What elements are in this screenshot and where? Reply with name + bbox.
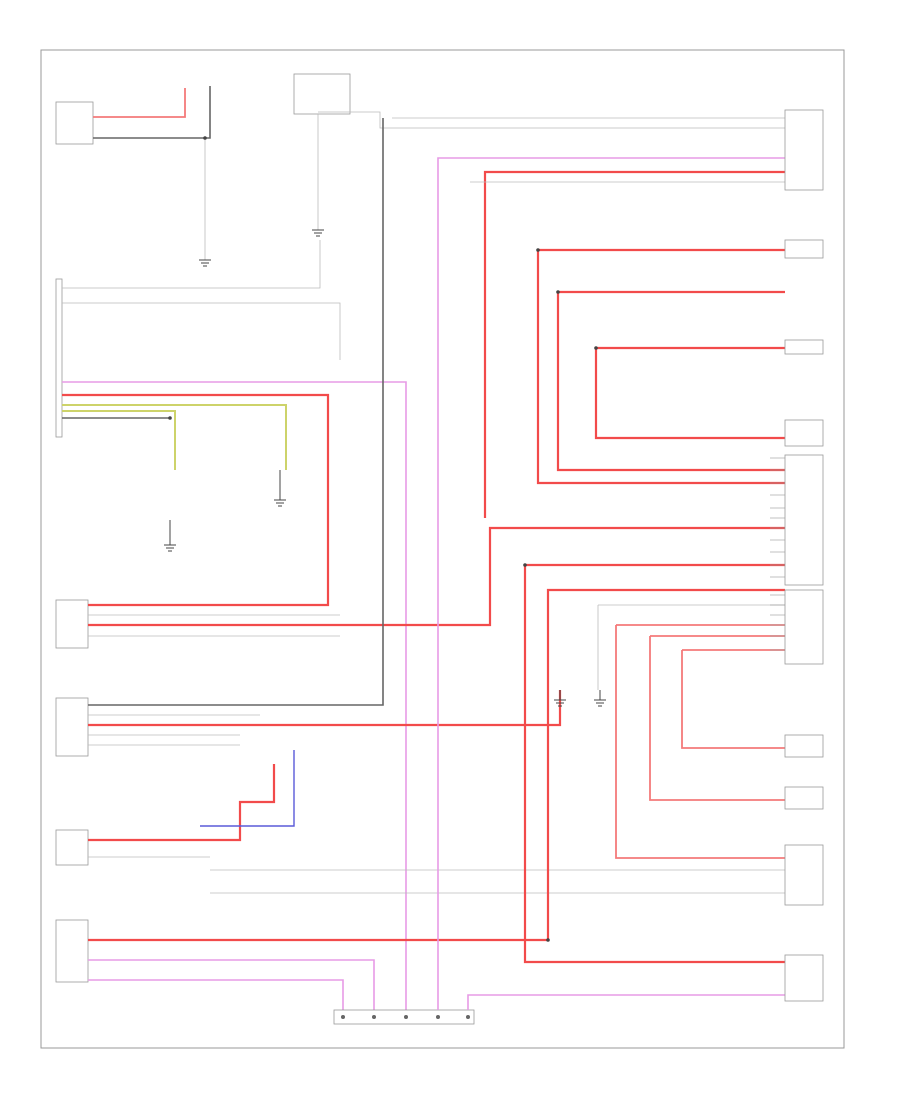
splice-points: [168, 136, 598, 942]
wire-pink-bottom-right: [467, 994, 785, 1010]
climate-control-module-top-box: [784, 109, 824, 191]
wire-red-right-7b: [649, 636, 785, 801]
diagram-frame: [40, 49, 845, 1049]
ground-symbol-3: [164, 520, 176, 552]
wire-pink-heater-module-2: [88, 979, 344, 1010]
fuse-top-center: [293, 73, 351, 115]
rear-seat-heater-left-box: [55, 829, 89, 866]
wire-pink-heater-module: [88, 959, 375, 1010]
rear-seat-heater-switch-box: [55, 101, 94, 145]
seat-control-module-box: [55, 697, 89, 757]
ground-symbol-2: [312, 229, 324, 237]
wire-dark-scm-up: [88, 118, 384, 706]
hvac-connector-b-box: [784, 454, 824, 586]
hvac-connector-c-box: [784, 589, 824, 665]
wire-red-right-4: [523, 565, 785, 964]
wire-can-yellow-2: [62, 410, 176, 470]
wire-red-right-1b: [536, 250, 785, 485]
hvac-control-panel-box: [784, 734, 824, 758]
wire-switch-top-red: [93, 88, 186, 118]
wire-switch-top-grey: [93, 86, 211, 139]
wire-red-rsh-left: [88, 764, 276, 842]
wire-top-to-right: [318, 111, 785, 129]
ground-symbol-4: [274, 470, 286, 507]
wire-red-right-8b: [681, 650, 785, 749]
wire-red-scm: [88, 690, 562, 727]
wire-junction-grey-2: [62, 302, 341, 360]
connector-bottom-pins: [341, 1015, 470, 1019]
wire-red-right-6b: [615, 625, 785, 859]
ground-symbol-6: [554, 690, 566, 707]
wire-blue-rsh-left: [200, 750, 295, 827]
climate-control-module-right-box: [784, 786, 824, 810]
wire-red-junction-bcm: [62, 393, 330, 607]
hvac-connector-a-box: [784, 419, 824, 447]
wire-can-yellow-1: [62, 404, 287, 470]
right-pin-stubs: [770, 457, 785, 651]
rear-seat-heater-right-box: [784, 844, 824, 906]
wire-red-right-3b: [594, 348, 785, 440]
wire-pink-from-junction: [62, 381, 407, 1010]
right-bottom-box: [784, 954, 824, 1002]
ground-symbol-1: [199, 259, 211, 267]
body-control-module-left-box: [55, 599, 89, 649]
junction-block-left-box: [55, 278, 63, 438]
heater-module-box: [55, 919, 89, 983]
wire-red-bcm-to-right: [88, 526, 785, 627]
wire-red-right-2b: [556, 292, 785, 472]
wire-junction-grey: [62, 240, 321, 289]
ground-symbol-5: [594, 690, 606, 707]
wire-pink-top-right: [437, 157, 785, 1010]
wire-red-heater-module: [88, 588, 785, 942]
seat-heater-control-module-box: [784, 339, 824, 355]
seat-control-module-right-1-box: [784, 239, 824, 259]
wire-red-top-right: [483, 170, 785, 518]
